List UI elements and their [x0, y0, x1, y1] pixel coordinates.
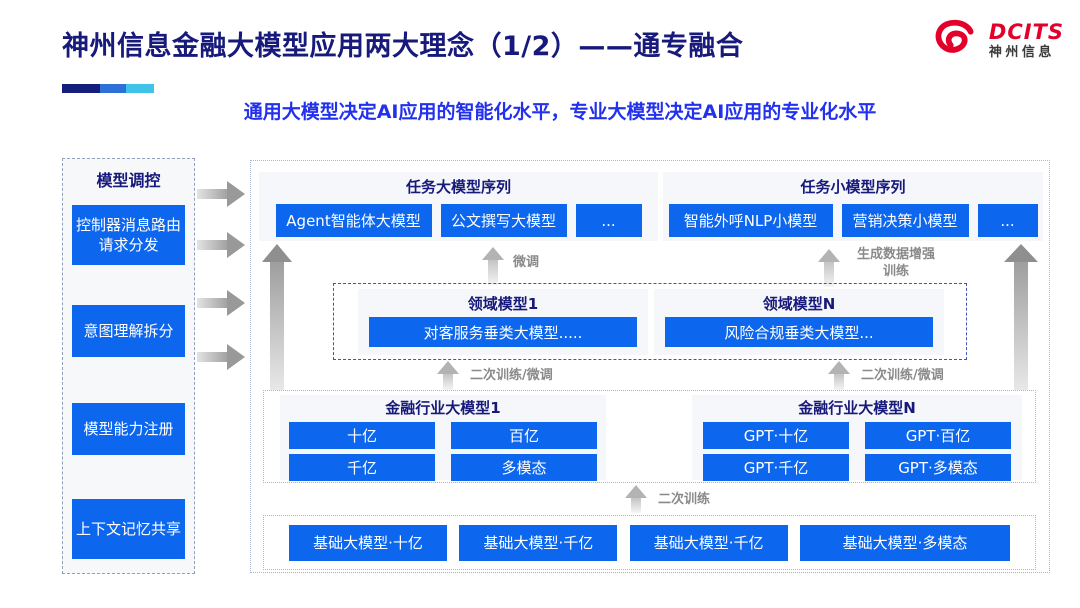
- slide-subtitle: 通用大模型决定AI应用的智能化水平，专业大模型决定AI应用的专业化水平: [243, 101, 877, 123]
- model-box-gpt-10b: GPT·百亿: [865, 422, 1011, 449]
- group-title: 领域模型N: [762, 295, 836, 313]
- industry-model-1-group: 金融行业大模型1 十亿 百亿 千亿 多模态: [280, 395, 606, 481]
- up-arrow-icon: [262, 244, 292, 390]
- sidebar-item-router: 控制器消息路由请求分发: [72, 205, 185, 265]
- model-box-base-multimodal: 基础大模型·多模态: [799, 524, 1010, 561]
- group-title: 领域模型1: [467, 295, 539, 313]
- accent-bar-segment: [126, 84, 154, 93]
- logo-brand: DCITS: [988, 20, 1064, 45]
- dcits-swirl-icon: [929, 16, 983, 66]
- sidebar-item-context: 上下文记忆共享: [72, 499, 185, 559]
- up-arrow-icon: [818, 249, 840, 287]
- model-box-outbound-nlp: 智能外呼NLP小模型: [668, 204, 833, 237]
- model-box-ellipsis: ...: [575, 204, 642, 237]
- group-title: 任务大模型序列: [405, 178, 511, 196]
- group-title: 任务小模型序列: [800, 178, 906, 196]
- model-box-document-writing: 公文撰写大模型: [440, 204, 567, 237]
- industry-models-box: 金融行业大模型1 十亿 百亿 千亿 多模态 金融行业大模型N GPT·十亿 GP…: [263, 390, 1036, 483]
- model-box-gpt-multimodal: GPT·多模态: [865, 454, 1011, 481]
- arrow-label-data-augment: 生成数据增强 训练: [848, 246, 944, 280]
- model-control-sidebar: 模型调控 控制器消息路由请求分发 意图理解拆分 模型能力注册 上下文记忆共享: [62, 158, 195, 574]
- model-box-customer-service: 对客服务垂类大模型.....: [369, 317, 637, 347]
- model-box-base-100b: 基础大模型·千亿: [459, 524, 618, 561]
- arrow-label-retrain: 二次训练: [658, 492, 711, 507]
- domain-model-n-group: 领域模型N 风险合规垂类大模型...: [654, 289, 944, 355]
- title-accent-bar: [62, 84, 154, 93]
- arrow-label-retrain-finetune: 二次训练/微调: [470, 368, 553, 383]
- group-title: 金融行业大模型1: [385, 399, 501, 417]
- right-arrow-icon: [197, 181, 245, 207]
- model-box-gpt-100b: GPT·千亿: [703, 454, 849, 481]
- domain-model-1-group: 领域模型1 对客服务垂类大模型.....: [358, 289, 648, 355]
- up-arrow-icon: [437, 361, 459, 390]
- up-arrow-icon: [1004, 244, 1038, 390]
- right-arrow-icon: [197, 344, 245, 370]
- arrow-label-retrain-finetune: 二次训练/微调: [861, 368, 944, 383]
- up-arrow-icon: [482, 247, 504, 285]
- sidebar-item-capability: 模型能力注册: [72, 403, 185, 455]
- logo-brand-cn: 神州信息: [988, 45, 1055, 61]
- industry-model-n-group: 金融行业大模型N GPT·十亿 GPT·百亿 GPT·千亿 GPT·多模态: [692, 395, 1022, 481]
- model-architecture-diagram: 任务大模型序列 Agent智能体大模型 公文撰写大模型 ... 任务小模型序列 …: [250, 160, 1050, 573]
- right-arrow-icon: [197, 290, 245, 316]
- right-arrow-icon: [197, 232, 245, 258]
- sidebar-item-intent: 意图理解拆分: [72, 305, 185, 357]
- model-box-100b: 千亿: [289, 454, 435, 481]
- group-title: 金融行业大模型N: [798, 399, 916, 417]
- model-box-multimodal: 多模态: [451, 454, 597, 481]
- page-title: 神州信息金融大模型应用两大理念（1/2）——通专融合: [62, 31, 744, 62]
- task-large-model-group: 任务大模型序列 Agent智能体大模型 公文撰写大模型 ...: [259, 172, 658, 241]
- accent-bar-segment: [100, 84, 126, 93]
- model-box-base-100b: 基础大模型·千亿: [629, 524, 788, 561]
- accent-bar-segment: [62, 84, 100, 93]
- arrow-label-finetune: 微调: [513, 255, 540, 270]
- up-arrow-icon: [828, 361, 850, 390]
- model-box-base-1b: 基础大模型·十亿: [289, 524, 447, 561]
- company-logo: DCITS 神州信息: [929, 16, 1064, 66]
- model-box-risk-compliance: 风险合规垂类大模型...: [665, 317, 933, 347]
- model-box-10b: 百亿: [451, 422, 597, 449]
- model-box-1b: 十亿: [289, 422, 435, 449]
- arrow-label-line: 训练: [882, 264, 909, 279]
- arrow-label-line: 生成数据增强: [856, 247, 935, 262]
- domain-models-box: 领域模型1 对客服务垂类大模型..... 领域模型N 风险合规垂类大模型...: [333, 283, 967, 360]
- up-arrow-icon: [625, 485, 647, 513]
- model-box-agent: Agent智能体大模型: [275, 204, 432, 237]
- sidebar-title: 模型调控: [96, 171, 161, 190]
- task-small-model-group: 任务小模型序列 智能外呼NLP小模型 营销决策小模型 ...: [663, 172, 1043, 241]
- model-box-gpt-1b: GPT·十亿: [703, 422, 849, 449]
- logo-text: DCITS 神州信息: [989, 21, 1064, 60]
- model-box-marketing-decision: 营销决策小模型: [841, 204, 969, 237]
- model-box-ellipsis: ...: [977, 204, 1038, 237]
- base-models-box: 基础大模型·十亿 基础大模型·千亿 基础大模型·千亿 基础大模型·多模态: [263, 515, 1036, 570]
